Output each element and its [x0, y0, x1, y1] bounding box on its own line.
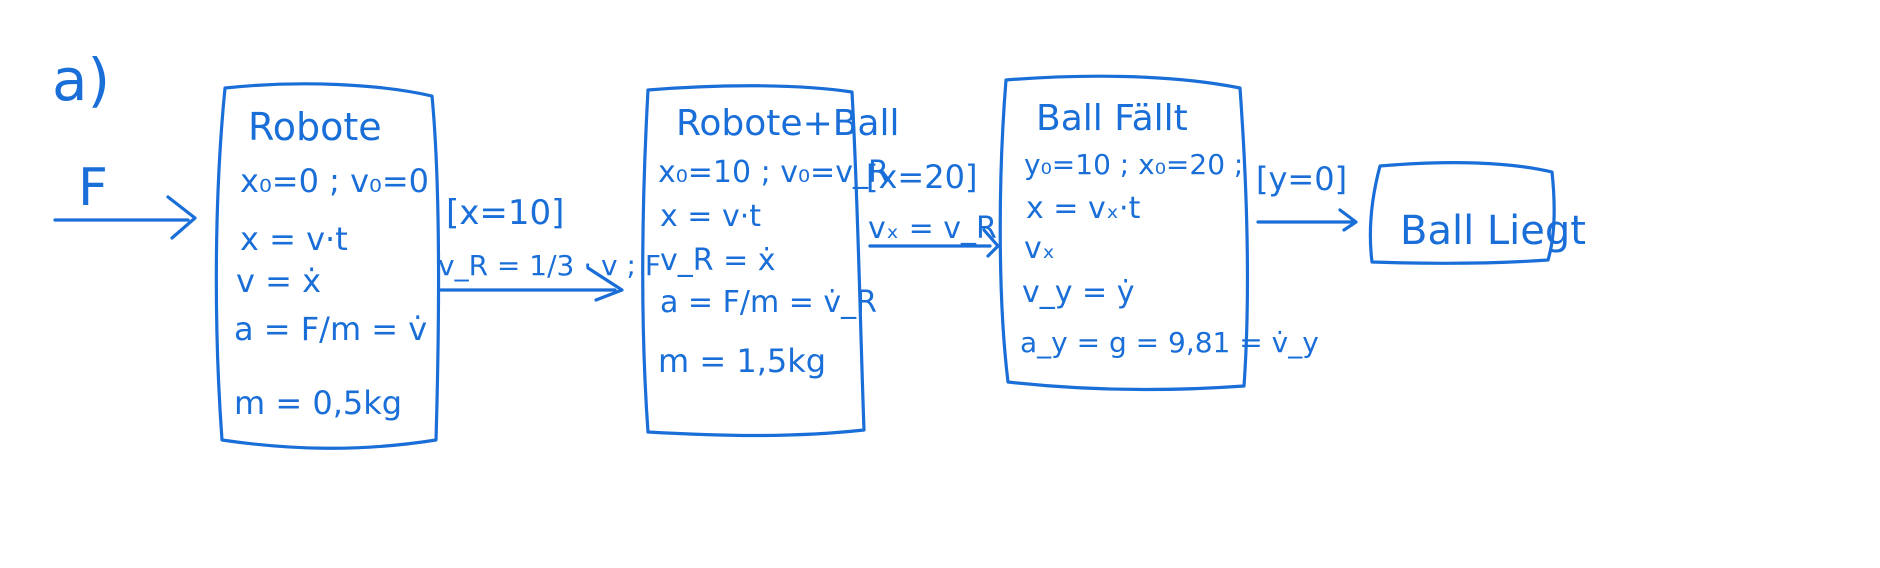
state-line: x = v·t	[240, 220, 348, 258]
transition-guard: [x=20]	[866, 158, 977, 196]
transition-action: v_R = 1/3 · v ; F	[438, 249, 661, 282]
state-ball-faellt: Ball Fällt y₀=10 ; x₀=20 ; x = vₓ·t vₓ v…	[998, 74, 1319, 392]
input-force-label: F	[78, 158, 108, 218]
state-line: a_y = g = 9,81 = v̇_y	[1020, 326, 1319, 359]
state-line: x = v·t	[660, 199, 761, 234]
transition-robote-to-robote-ball: [x=10] v_R = 1/3 · v ; F	[438, 193, 661, 302]
part-label: a)	[52, 46, 110, 114]
state-line: v_R = ẋ	[660, 243, 776, 278]
state-robote: Robote x₀=0 ; v₀=0 x = v·t v = ẋ a = F/m…	[214, 82, 441, 450]
state-line: m = 0,5kg	[234, 384, 402, 422]
input-arrow: F	[53, 158, 197, 240]
state-box	[214, 82, 441, 450]
state-title: Ball Liegt	[1400, 208, 1586, 254]
state-line: x = vₓ·t	[1026, 191, 1141, 226]
state-line: x₀=10 ; v₀=v_R	[658, 155, 889, 190]
state-robote-ball: Robote+Ball x₀=10 ; v₀=v_R x = v·t v_R =…	[641, 84, 900, 438]
state-title: Ball Fällt	[1036, 98, 1188, 139]
state-line: vₓ	[1024, 231, 1055, 266]
state-line: a = F/m = v̇_R	[660, 285, 877, 320]
state-line: a = F/m = v̇	[234, 310, 427, 348]
state-title: Robote	[248, 105, 382, 149]
transition-guard: [x=10]	[446, 193, 564, 233]
state-title: Robote+Ball	[676, 103, 900, 144]
state-line: x₀=0 ; v₀=0	[240, 162, 429, 200]
state-line: y₀=10 ; x₀=20 ;	[1024, 148, 1243, 181]
state-box	[1368, 161, 1556, 265]
transition-robote-ball-to-ball-faellt: [x=20] vₓ = v_R	[866, 158, 1000, 258]
state-line: m = 1,5kg	[658, 342, 826, 380]
transition-guard: [y=0]	[1256, 160, 1347, 198]
state-line: v = ẋ	[236, 262, 321, 300]
transition-ball-faellt-to-ball-liegt: [y=0]	[1256, 160, 1358, 232]
transition-action: vₓ = v_R	[868, 211, 997, 246]
state-box	[641, 84, 866, 438]
state-line: v_y = ẏ	[1022, 275, 1134, 310]
state-ball-liegt: Ball Liegt	[1368, 161, 1586, 265]
state-box	[998, 74, 1250, 392]
